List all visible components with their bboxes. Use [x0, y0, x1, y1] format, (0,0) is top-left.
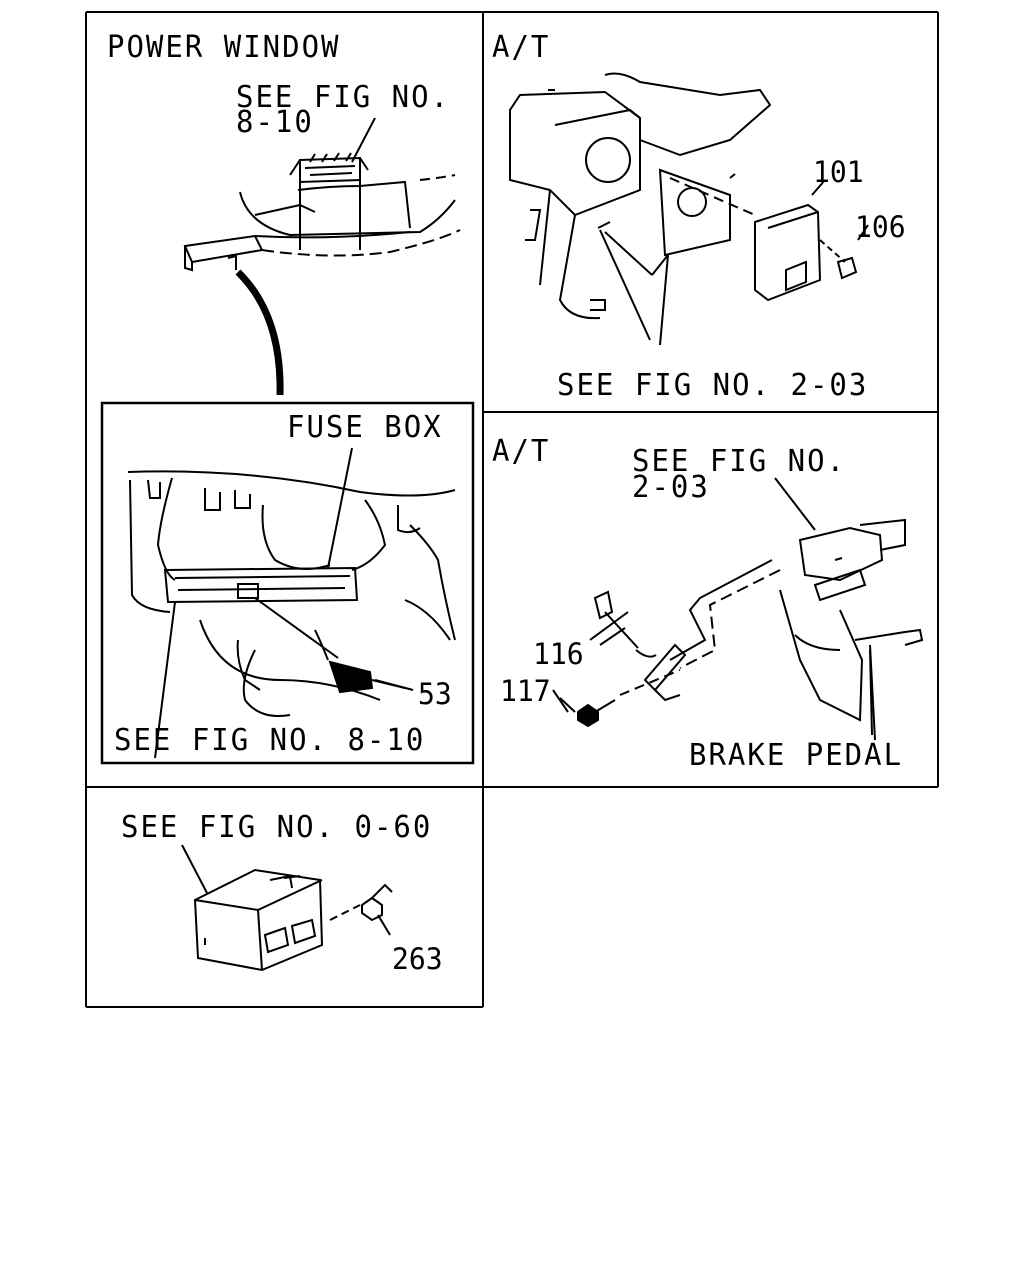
part-106-label: 106: [855, 209, 906, 245]
part-53-label: 53: [418, 676, 452, 712]
part-117-label: 117: [500, 673, 551, 709]
at-upper-title: A/T: [492, 28, 551, 65]
power-window-ref-line2: 8-10: [236, 103, 314, 140]
at-lower-ref-line2: 2-03: [632, 468, 710, 505]
brake-pedal-switch-illustration: [559, 477, 924, 741]
fuse-box-inset-frame: [100, 401, 475, 765]
panel-frames: [85, 11, 939, 1008]
power-window-switch-illustration: [183, 117, 461, 272]
at-upper-ref: SEE FIG NO. 2-03: [557, 366, 869, 403]
brake-pedal-caption: BRAKE PEDAL: [689, 736, 904, 773]
part-116-label: 116: [533, 636, 584, 672]
at-lower-ref-line1: SEE FIG NO.: [632, 442, 847, 479]
fuse-box-illustration: [127, 447, 456, 759]
fuse-box-title: FUSE BOX: [287, 408, 443, 445]
power-window-title: POWER WINDOW: [107, 28, 341, 65]
at-lower-title: A/T: [492, 432, 551, 469]
inset-callout-curve: [235, 269, 284, 396]
fuse-box-ref: SEE FIG NO. 8-10: [114, 721, 426, 758]
leader-lines: [374, 89, 873, 736]
at-bracket-illustration: [509, 72, 869, 346]
control-unit-ref: SEE FIG NO. 0-60: [121, 808, 433, 845]
control-unit-illustration: [181, 844, 393, 972]
power-window-ref-line1: SEE FIG NO.: [236, 78, 451, 115]
part-263-label: 263: [392, 941, 443, 977]
part-101-label: 101: [813, 154, 864, 190]
